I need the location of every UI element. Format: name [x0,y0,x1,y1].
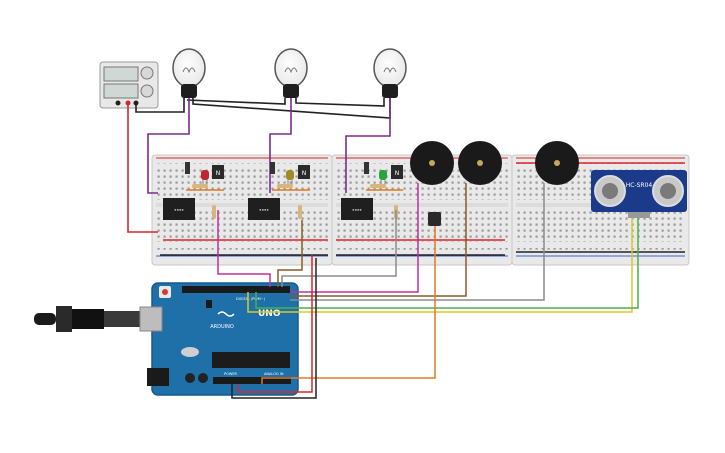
buzzer-1 [410,141,454,185]
light-bulb-3 [373,48,407,98]
board-jumpers [160,162,685,256]
buzzer-3 [535,141,579,185]
diode-1 [185,162,190,174]
svg-text:N: N [216,170,221,177]
ultrasonic-sensor: HC-SR04 [591,170,687,218]
barrel-jack [147,368,169,386]
usb-cable[interactable] [34,306,163,332]
svg-text:▪▪▪▪: ▪▪▪▪ [174,207,184,212]
arduino-logo: ARDUINO [210,324,234,330]
bulb-wiring [127,98,391,233]
analog-header-label: ANALOG IN [264,372,284,376]
temperature-sensor [428,212,441,226]
digital-label: DIGITAL (PWM~) [236,297,266,301]
sensor-model-label: HC-SR04 [626,182,653,189]
svg-text:▪▪▪▪: ▪▪▪▪ [352,207,362,212]
resistors [192,184,398,219]
svg-text:N: N [395,170,400,177]
relay-2: ▪▪▪▪ [248,198,280,220]
light-bulb-1 [172,48,206,98]
relay-3: ▪▪▪▪ [341,198,373,220]
transistor-2: N [298,165,310,179]
transistor-1: N [212,165,224,179]
arduino-model: UNO [258,309,281,319]
relay-1: ▪▪▪▪ [163,198,195,220]
signal-wires [217,183,639,399]
transistor-3: N [391,165,403,179]
arduino-uno-board[interactable]: ARDUINO UNO DIGITAL (PWM~) POWER ANALOG … [151,282,299,396]
power-supply[interactable] [99,61,159,109]
power-header-label: POWER [224,372,238,376]
svg-text:N: N [302,170,307,177]
diode-2 [270,162,275,174]
buzzer-2 [458,141,502,185]
breadboard-1 [151,154,333,266]
light-bulb-2 [274,48,308,98]
svg-text:▪▪▪▪: ▪▪▪▪ [259,207,269,212]
diode-3 [364,162,369,174]
